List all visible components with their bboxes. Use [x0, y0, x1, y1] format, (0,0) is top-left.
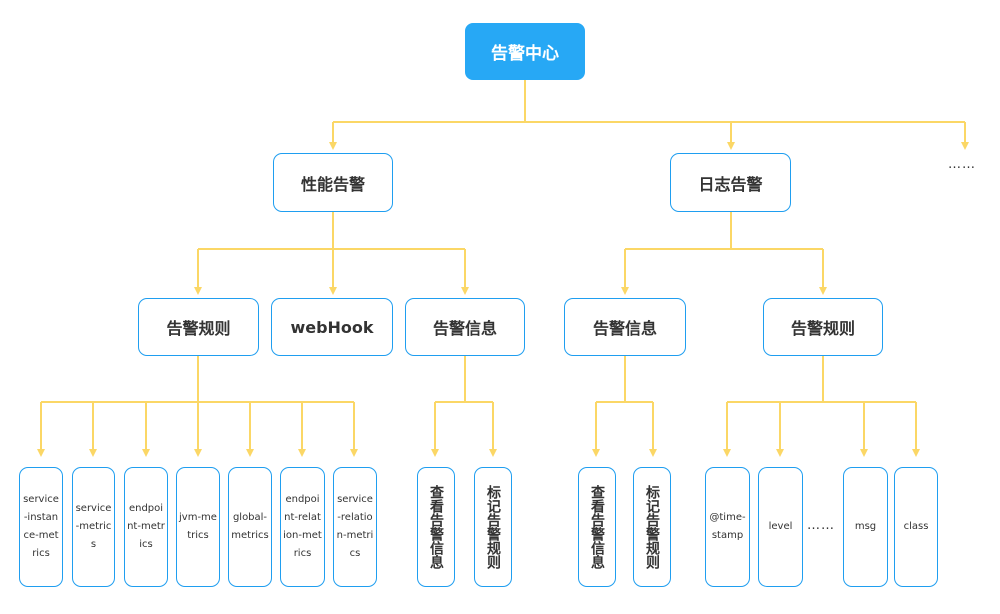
leaf-label: class: [903, 521, 929, 532]
log-alert-label: 日志告警: [698, 174, 763, 194]
leaf-label: service-metrics: [75, 503, 112, 550]
perf-alert-label: 性能告警: [300, 174, 365, 194]
log-info-label: 告警信息: [592, 319, 657, 338]
leaf-perf-view-alert-info: 查看告警信息: [417, 467, 455, 587]
leaf-label: msg: [854, 521, 877, 532]
leaf-label: 查看告警信息: [428, 485, 444, 569]
leaf-endpoint-metrics: endpoint-metrics: [124, 467, 168, 587]
perf-rules-node: 告警规则: [138, 298, 259, 356]
log-rules-node: 告警规则: [763, 298, 883, 356]
webhook-node: webHook: [271, 298, 393, 356]
root-node-label: 告警中心: [491, 44, 559, 64]
perf-alert-node: 性能告警: [273, 153, 393, 212]
leaf-level: level: [758, 467, 803, 587]
leaf-perf-mark-alert-rule: 标记告警规则: [474, 467, 512, 587]
leaf-log-view-alert-info: 查看告警信息: [578, 467, 616, 587]
leaf-label: service-instance-metrics: [23, 494, 59, 559]
perf-info-node: 告警信息: [405, 298, 525, 356]
perf-info-label: 告警信息: [432, 319, 497, 338]
leaf-label: endpoint-metrics: [127, 503, 165, 550]
leaf-msg: msg: [843, 467, 888, 587]
leaf-global-metrics: global-metrics: [228, 467, 272, 587]
log-alert-node: 日志告警: [670, 153, 791, 212]
leaf-time-stamp: @time-stamp: [705, 467, 750, 587]
log-info-node: 告警信息: [564, 298, 686, 356]
leaf-label: service-relation-metrics: [336, 494, 374, 559]
leaf-label: jvm-metrics: [179, 512, 217, 541]
perf-rules-label: 告警规则: [166, 319, 231, 338]
leaf-service-metrics: service-metrics: [72, 467, 115, 587]
leaf-label: level: [768, 521, 793, 532]
log-rules-gap-ellipsis: ……: [807, 518, 835, 533]
webhook-label: webHook: [290, 317, 374, 337]
leaf-label: 查看告警信息: [589, 485, 605, 569]
log-rules-label: 告警规则: [790, 319, 855, 338]
leaf-class: class: [894, 467, 938, 587]
leaf-label: global-metrics: [231, 512, 269, 541]
leaf-jvm-metrics: jvm-metrics: [176, 467, 220, 587]
more-branches-ellipsis: ……: [948, 157, 976, 172]
leaf-label: @time-stamp: [709, 512, 746, 541]
leaf-label: endpoint-relation-metrics: [283, 494, 322, 559]
leaf-log-mark-alert-rule: 标记告警规则: [633, 467, 671, 587]
leaf-label: 标记告警规则: [485, 485, 501, 569]
leaf-endpoint-relation-metrics: endpoint-relation-metrics: [280, 467, 325, 587]
root-node: 告警中心: [465, 23, 585, 80]
leaf-service-instance-metrics: service-instance-metrics: [19, 467, 63, 587]
leaf-service-relation-metrics: service-relation-metrics: [333, 467, 377, 587]
leaf-label: 标记告警规则: [644, 485, 660, 569]
